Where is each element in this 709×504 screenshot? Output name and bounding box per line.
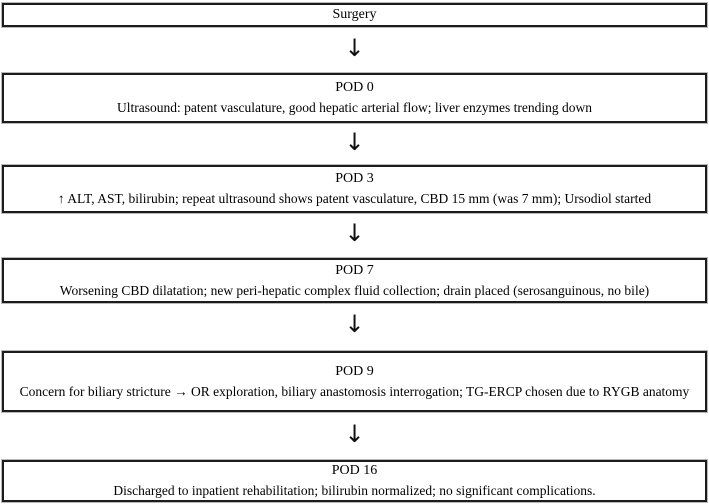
step-title: POD 7 bbox=[335, 262, 374, 278]
down-arrow-icon: ↓ bbox=[0, 420, 709, 448]
step-detail: Discharged to inpatient rehabilitation; … bbox=[113, 483, 596, 498]
step-detail: Ultrasound: patent vasculature, good hep… bbox=[117, 100, 592, 115]
step-detail: Concern for biliary stricture → OR explo… bbox=[19, 383, 690, 399]
step-box-pod-16: POD 16 Discharged to inpatient rehabilit… bbox=[2, 460, 707, 502]
step-title: POD 16 bbox=[331, 463, 378, 478]
down-arrow-icon: ↓ bbox=[0, 219, 709, 247]
step-box-pod-7: POD 7 Worsening CBD dilatation; new peri… bbox=[2, 258, 707, 303]
down-arrow-glyph: ↓ bbox=[344, 219, 365, 247]
step-title: POD 9 bbox=[335, 363, 374, 379]
step-box-pod-9: POD 9 Concern for biliary stricture → OR… bbox=[2, 351, 707, 412]
down-arrow-icon: ↓ bbox=[0, 34, 709, 62]
down-arrow-glyph: ↓ bbox=[344, 128, 365, 156]
down-arrow-icon: ↓ bbox=[0, 310, 709, 338]
step-detail: Worsening CBD dilatation; new peri-hepat… bbox=[59, 282, 650, 298]
step-box-surgery: Surgery bbox=[2, 3, 707, 27]
step-box-pod-3: POD 3 ↑ ALT, AST, bilirubin; repeat ultr… bbox=[2, 165, 707, 213]
step-box-pod-0: POD 0 Ultrasound: patent vasculature, go… bbox=[2, 73, 707, 123]
down-arrow-glyph: ↓ bbox=[344, 420, 365, 448]
step-title: POD 3 bbox=[335, 171, 374, 186]
down-arrow-icon: ↓ bbox=[0, 128, 709, 156]
down-arrow-glyph: ↓ bbox=[344, 310, 365, 338]
step-title: Surgery bbox=[332, 7, 377, 22]
down-arrow-glyph: ↓ bbox=[344, 34, 365, 62]
step-title: POD 0 bbox=[335, 80, 374, 95]
step-detail: ↑ ALT, AST, bilirubin; repeat ultrasound… bbox=[57, 191, 652, 206]
